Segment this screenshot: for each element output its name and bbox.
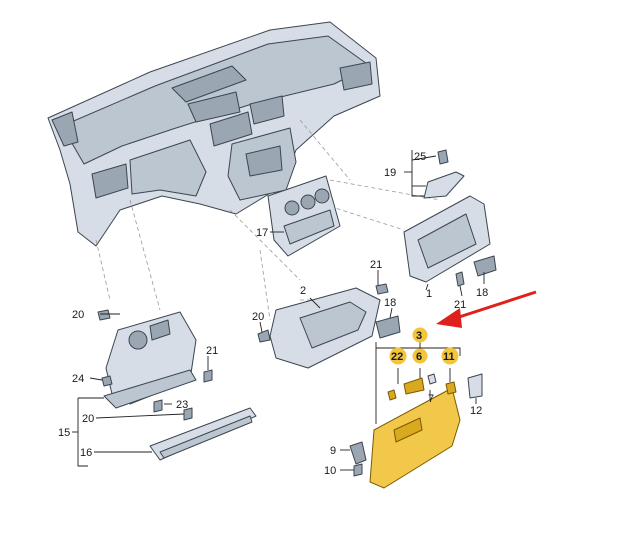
callout-21-top: 21: [370, 259, 382, 271]
callout-11: 11: [443, 351, 455, 363]
part-3-glovebox-lid: [349, 373, 483, 489]
callout-labels: 1 2 3 6 7 9 10 11 12 15 16 17 18 18 19 2…: [58, 151, 488, 477]
highlight-arrow: [436, 290, 537, 328]
part-16-lower-strip: [149, 407, 257, 461]
part-2-lower-panel: [257, 271, 465, 369]
callout-22: 22: [391, 351, 403, 363]
part-17-trim-panel: [267, 175, 341, 257]
callout-3: 3: [416, 330, 422, 342]
callout-7: 7: [428, 393, 434, 405]
callout-9: 9: [330, 445, 336, 457]
callout-17: 17: [256, 227, 268, 239]
badge-11: [441, 347, 459, 365]
callout-23: 23: [176, 399, 188, 411]
callout-20-mid: 20: [252, 311, 264, 323]
callout-18-mid: 18: [384, 297, 396, 309]
callout-21-left: 21: [206, 345, 218, 357]
callout-16: 16: [80, 447, 92, 459]
callout-12: 12: [470, 405, 482, 417]
part-1-housing: [403, 195, 497, 283]
badge-22: [389, 347, 407, 365]
callout-19: 19: [384, 167, 396, 179]
dashboard-illustration: [47, 21, 381, 247]
callout-15: 15: [58, 427, 70, 439]
callout-24: 24: [72, 373, 84, 385]
callout-2: 2: [300, 285, 306, 297]
badge-6: [412, 348, 428, 364]
callout-20-lower: 20: [82, 413, 94, 425]
part-15-side-trim: [97, 309, 213, 421]
callout-25: 25: [414, 151, 426, 163]
part-19-bracket: [423, 149, 465, 199]
callout-1: 1: [426, 288, 432, 300]
badge-3: [412, 327, 428, 343]
callout-20-left: 20: [72, 309, 84, 321]
callout-18-top: 18: [476, 287, 488, 299]
highlight-badges: [389, 327, 459, 365]
callout-10: 10: [324, 465, 336, 477]
callout-6: 6: [416, 351, 422, 363]
callout-21-right: 21: [454, 299, 466, 311]
